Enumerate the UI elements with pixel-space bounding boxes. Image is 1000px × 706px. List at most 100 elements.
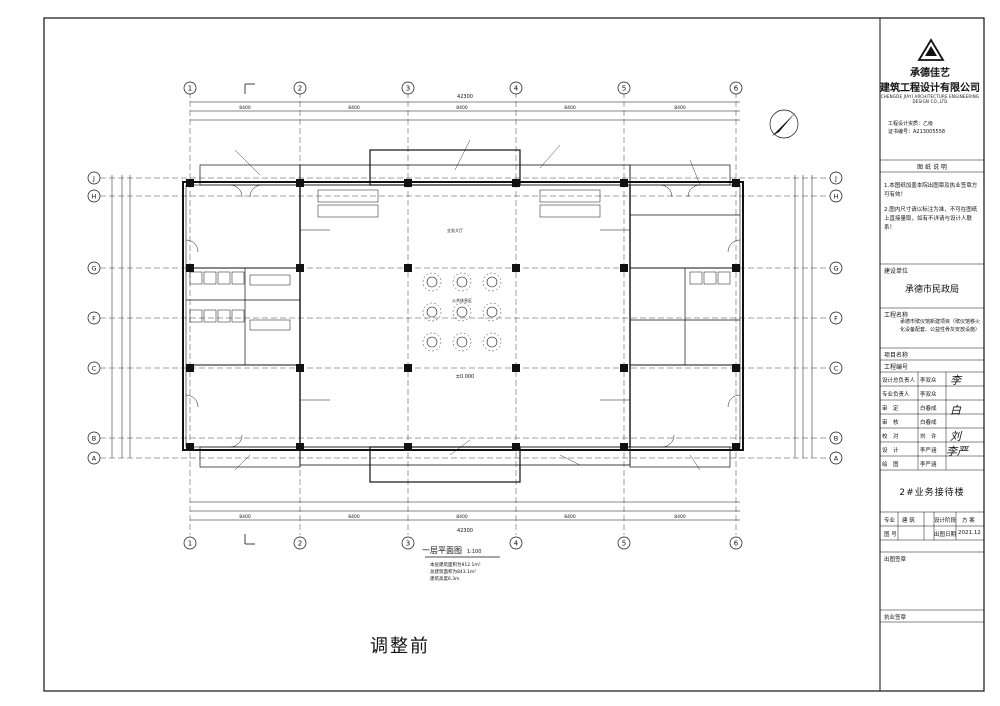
company-english-name: CHENGDE JIAYI ARCHITECTURE ENGINEERING D… — [880, 94, 980, 104]
axis-bubble-label: H — [92, 193, 97, 201]
structural-column — [186, 443, 194, 451]
bay-dimension: 8400 — [564, 105, 576, 111]
axis-bubble-label: 5 — [622, 540, 626, 548]
signoff-role: 设计总负责人 — [882, 378, 916, 384]
table-chairs — [482, 332, 502, 352]
total-dimension-bottom: 42300 — [457, 528, 473, 534]
table-chairs — [482, 272, 502, 292]
bay-dimension: 8400 — [456, 514, 468, 520]
axis-bubble — [183, 536, 197, 550]
structural-column — [620, 264, 628, 272]
round-table — [486, 306, 498, 318]
bay-dimension: 8400 — [564, 514, 576, 520]
axis-bubble-label: A — [92, 455, 97, 463]
structural-column — [296, 179, 304, 187]
signoff-name: 李严涵 — [920, 448, 937, 454]
north-arrow-icon — [769, 109, 799, 139]
practice-seal-label: 执业签章 — [884, 615, 907, 621]
table-chairs — [422, 302, 442, 322]
drawing-number-label: 图 号 — [884, 532, 897, 538]
structural-column — [512, 364, 520, 372]
project-number-label: 工程编号 — [884, 364, 909, 371]
signoff-name: 白春成 — [920, 420, 937, 426]
plan-title: 一层平面图 — [422, 546, 462, 555]
axis-bubble-label: A — [834, 455, 839, 463]
axis-bubble-label: 6 — [734, 85, 739, 93]
plan-note-total: 总建筑面积为843.1m² — [430, 568, 476, 575]
floor-level-mark: ±0.000 — [456, 374, 475, 380]
table-chairs — [482, 302, 502, 322]
plan-note-height: 建筑高度6.3m — [430, 575, 460, 582]
axis-bubble — [87, 431, 101, 445]
axis-bubble-label: H — [834, 193, 839, 201]
structural-column — [296, 364, 304, 372]
axis-bubble — [829, 451, 843, 465]
structural-column — [512, 179, 520, 187]
note-item: 2.图内尺寸请以标注为准，不可在图纸上直接量取，如有不详请与设计人联系！ — [884, 207, 978, 231]
date-label: 出图日期 — [934, 532, 957, 538]
axis-bubble — [183, 81, 197, 95]
signoff-role: 设 计 — [882, 448, 899, 454]
signoff-name: 刘 许 — [920, 434, 937, 440]
signature: 李 — [950, 374, 961, 387]
axis-bubble — [509, 81, 523, 95]
project-name-label: 工程名称 — [884, 312, 909, 319]
axis-bubble-label: G — [91, 265, 96, 273]
structural-column — [186, 179, 194, 187]
table-chairs — [422, 332, 442, 352]
bay-dimension: 8400 — [348, 105, 360, 111]
axis-bubble-label: G — [833, 265, 838, 273]
axis-bubble — [829, 311, 843, 325]
hall-label: 业务大厅 — [447, 227, 463, 233]
caption-before-adjustment: 调整前 — [370, 636, 430, 657]
total-dimension-top: 42300 — [457, 94, 473, 100]
structural-column — [404, 179, 412, 187]
structural-column — [732, 443, 740, 451]
discipline-value: 建 筑 — [902, 518, 915, 524]
note-item: 1.本图纸加盖本院出图章及执业签章方可有效！ — [884, 183, 978, 198]
signature: 刘 — [950, 430, 961, 443]
round-table — [456, 276, 468, 288]
sheet-title: 2#业务接待楼 — [899, 488, 965, 498]
signature: 李严 — [946, 445, 968, 458]
axis-bubble — [87, 451, 101, 465]
bay-dimension: 8400 — [239, 105, 251, 111]
round-table — [426, 336, 438, 348]
signoff-role: 绘 图 — [882, 462, 899, 468]
certificate-number: 证书编号：A213005558 — [888, 129, 946, 135]
notes-heading: 图 纸 说 明 — [917, 164, 947, 171]
axis-bubble — [87, 261, 101, 275]
axis-bubble-label: 1 — [188, 540, 192, 548]
axis-bubble — [829, 261, 843, 275]
structural-column — [732, 364, 740, 372]
structural-column — [732, 179, 740, 187]
structural-column — [620, 179, 628, 187]
structural-column — [620, 443, 628, 451]
round-table — [486, 276, 498, 288]
round-table — [486, 336, 498, 348]
axis-bubble-label: F — [92, 315, 96, 323]
signoff-role: 审 核 — [882, 420, 899, 426]
signoff-role: 审 定 — [882, 406, 899, 412]
bay-dimension: 8400 — [239, 514, 251, 520]
axis-bubble — [87, 171, 101, 185]
structural-column — [620, 364, 628, 372]
bay-dimension: 8400 — [674, 105, 686, 111]
axis-bubble — [509, 536, 523, 550]
axis-bubble-label: B — [92, 435, 96, 443]
qualification-block: 工程设计资质：乙级 证书编号：A213005558 — [888, 120, 980, 136]
structural-column — [296, 264, 304, 272]
table-chairs — [452, 332, 472, 352]
axis-bubble-label: F — [834, 315, 838, 323]
axis-bubble — [87, 311, 101, 325]
round-table — [426, 276, 438, 288]
structural-column — [186, 364, 194, 372]
axis-bubble — [401, 536, 415, 550]
plan-note-area: 本层建筑面积为912.1m² — [430, 561, 481, 568]
company-full-name: 建筑工程设计有限公司 — [880, 83, 980, 94]
signoff-role: 专业负责人 — [882, 392, 910, 398]
signoff-name: 李双众 — [920, 378, 937, 384]
axis-bubble — [829, 171, 843, 185]
client-label: 建设单位 — [884, 268, 909, 275]
client-name: 承德市民政局 — [904, 285, 959, 295]
